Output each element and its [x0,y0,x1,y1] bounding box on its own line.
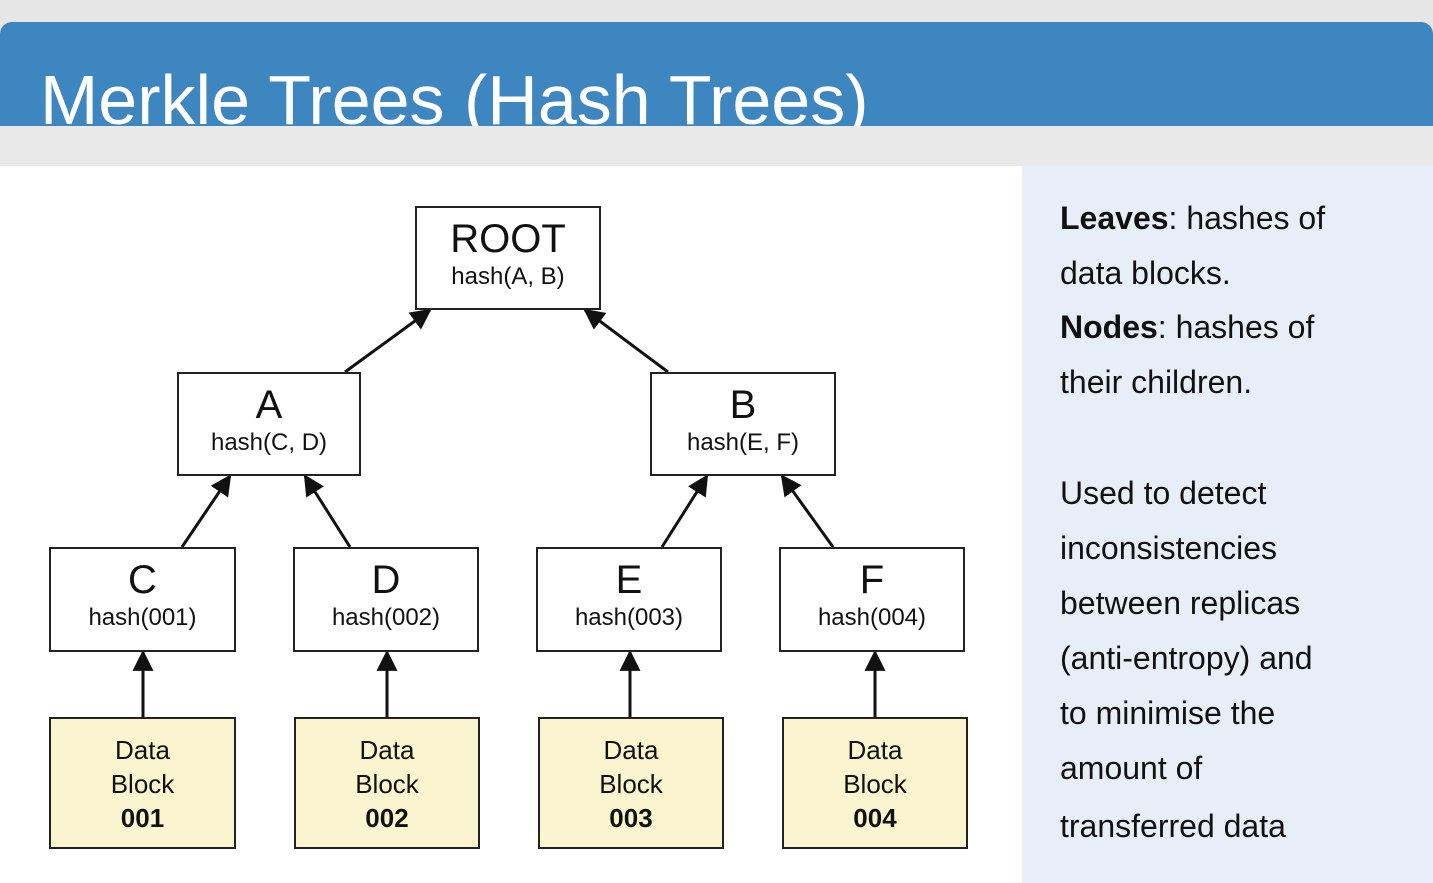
leaves-line-1: Leaves: hashes of [1060,200,1420,237]
title-bar: Merkle Trees (Hash Trees) [0,22,1433,139]
usage-line: amount of [1060,750,1203,786]
edge-e-b [660,474,709,548]
edge-b-root [583,308,669,374]
node-label: B [729,383,757,427]
node-e: E hash(003) [536,547,722,652]
data-block-004: Data Block 004 [782,717,968,849]
edge-a-root [344,308,432,374]
nodes-desc-1: : hashes of [1157,309,1315,345]
usage-line: inconsistencies [1060,530,1277,566]
data-block-001: Data Block 001 [49,717,236,849]
block-line2: Block [355,769,419,799]
usage-line: Used to detect [1060,475,1267,511]
edge-c-a [180,474,232,548]
node-hash: hash(A, B) [451,263,565,290]
block-line1: Data [359,735,415,765]
node-label: C [128,558,157,602]
nodes-term: Nodes [1060,309,1158,345]
block-number: 001 [120,803,165,833]
leaves-desc-1: : hashes of [1168,200,1326,236]
node-c: C hash(001) [49,547,236,652]
usage-line: (anti-entropy) and [1060,640,1313,676]
node-label: D [371,558,401,602]
block-line1: Data [603,735,659,765]
node-label: A [255,383,283,427]
usage-line: transferred data [1060,808,1286,844]
node-hash: hash(E, F) [686,429,800,456]
text-panel [1022,166,1433,883]
edge-f-b [780,474,835,548]
node-hash: hash(004) [817,604,927,631]
usage-line: to minimise the [1060,695,1276,731]
node-label: ROOT [450,217,566,261]
nodes-line-2: their children. [1060,364,1253,400]
block-number: 002 [365,803,409,833]
node-b: B hash(E, F) [650,372,836,476]
block-line1: Data [847,735,903,765]
node-hash: hash(002) [331,604,441,631]
block-line2: Block [110,769,175,799]
node-hash: hash(001) [88,604,197,631]
node-hash: hash(C, D) [210,429,328,456]
data-block-003: Data Block 003 [538,717,724,849]
nodes-line-1: Nodes: hashes of [1060,309,1420,346]
block-line2: Block [843,769,907,799]
node-label: F [859,558,885,602]
block-line1: Data [115,735,170,765]
leaves-term: Leaves [1060,200,1169,236]
node-label: E [615,558,643,602]
node-a: A hash(C, D) [177,372,361,476]
block-number: 003 [609,803,653,833]
block-number: 004 [853,803,897,833]
root-node: ROOT hash(A, B) [415,206,601,310]
node-hash: hash(003) [574,604,684,631]
node-f: F hash(004) [779,547,965,652]
data-block-002: Data Block 002 [294,717,480,849]
content-band [0,126,1433,166]
leaves-line-2: data blocks. [1060,255,1231,291]
usage-line: between replicas [1060,585,1301,621]
node-d: D hash(002) [293,547,479,652]
block-line2: Block [599,769,663,799]
edge-d-a [303,474,352,548]
